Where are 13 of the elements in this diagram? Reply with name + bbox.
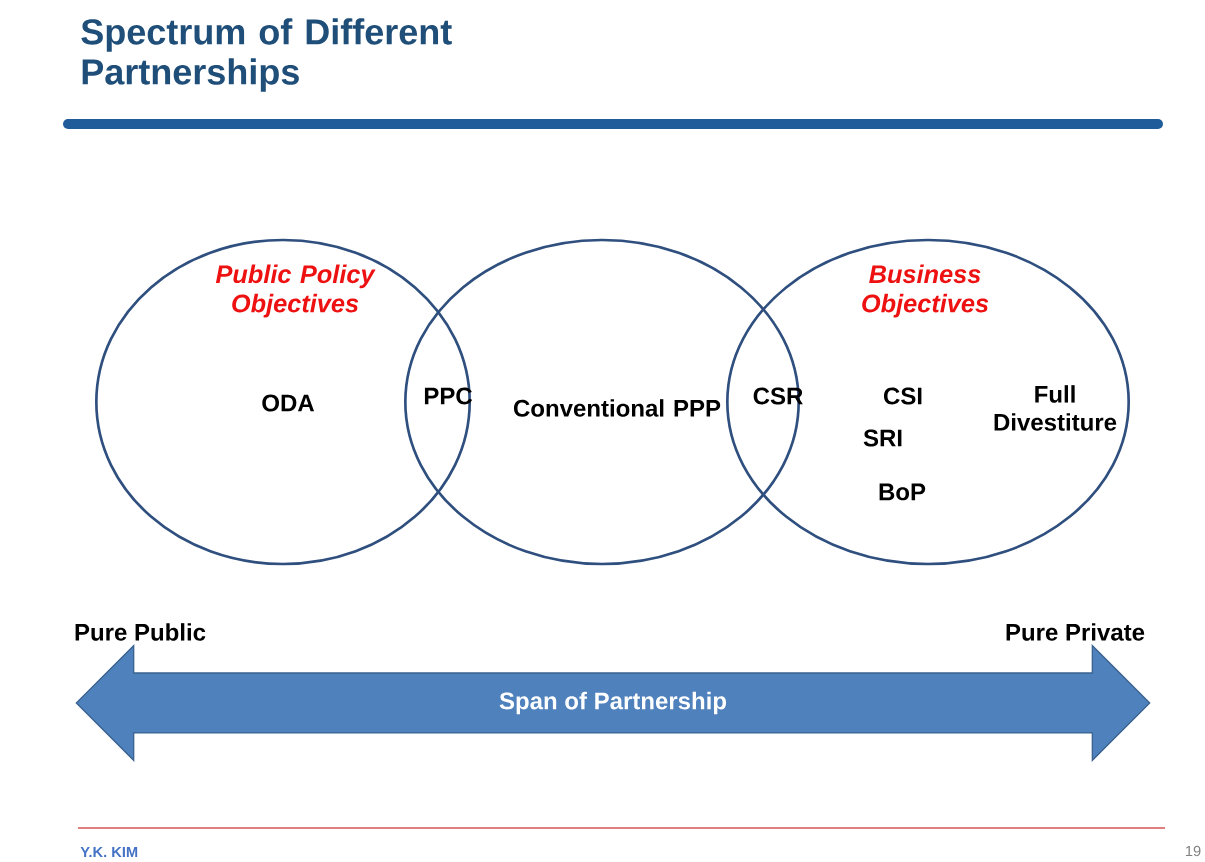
item-label: SRI — [863, 429, 902, 447]
circle-heading: Business Objectives — [862, 264, 989, 318]
item-label: BoP — [879, 483, 926, 501]
circle-heading: Public Policy Objectives — [215, 264, 376, 318]
end-label: Pure Public — [75, 623, 206, 641]
end-label: Pure Private — [1006, 623, 1145, 641]
item-label: Conventional PPP — [514, 399, 721, 417]
item-label: ODA — [262, 394, 315, 412]
slide-title: Spectrum of Different Partnerships — [81, 18, 452, 92]
author-name: Y.K. KIM — [80, 846, 138, 858]
item-label: Full Divestiture — [994, 385, 1117, 431]
item-label: CSI — [884, 387, 922, 405]
page-number: 19 — [1185, 845, 1201, 857]
